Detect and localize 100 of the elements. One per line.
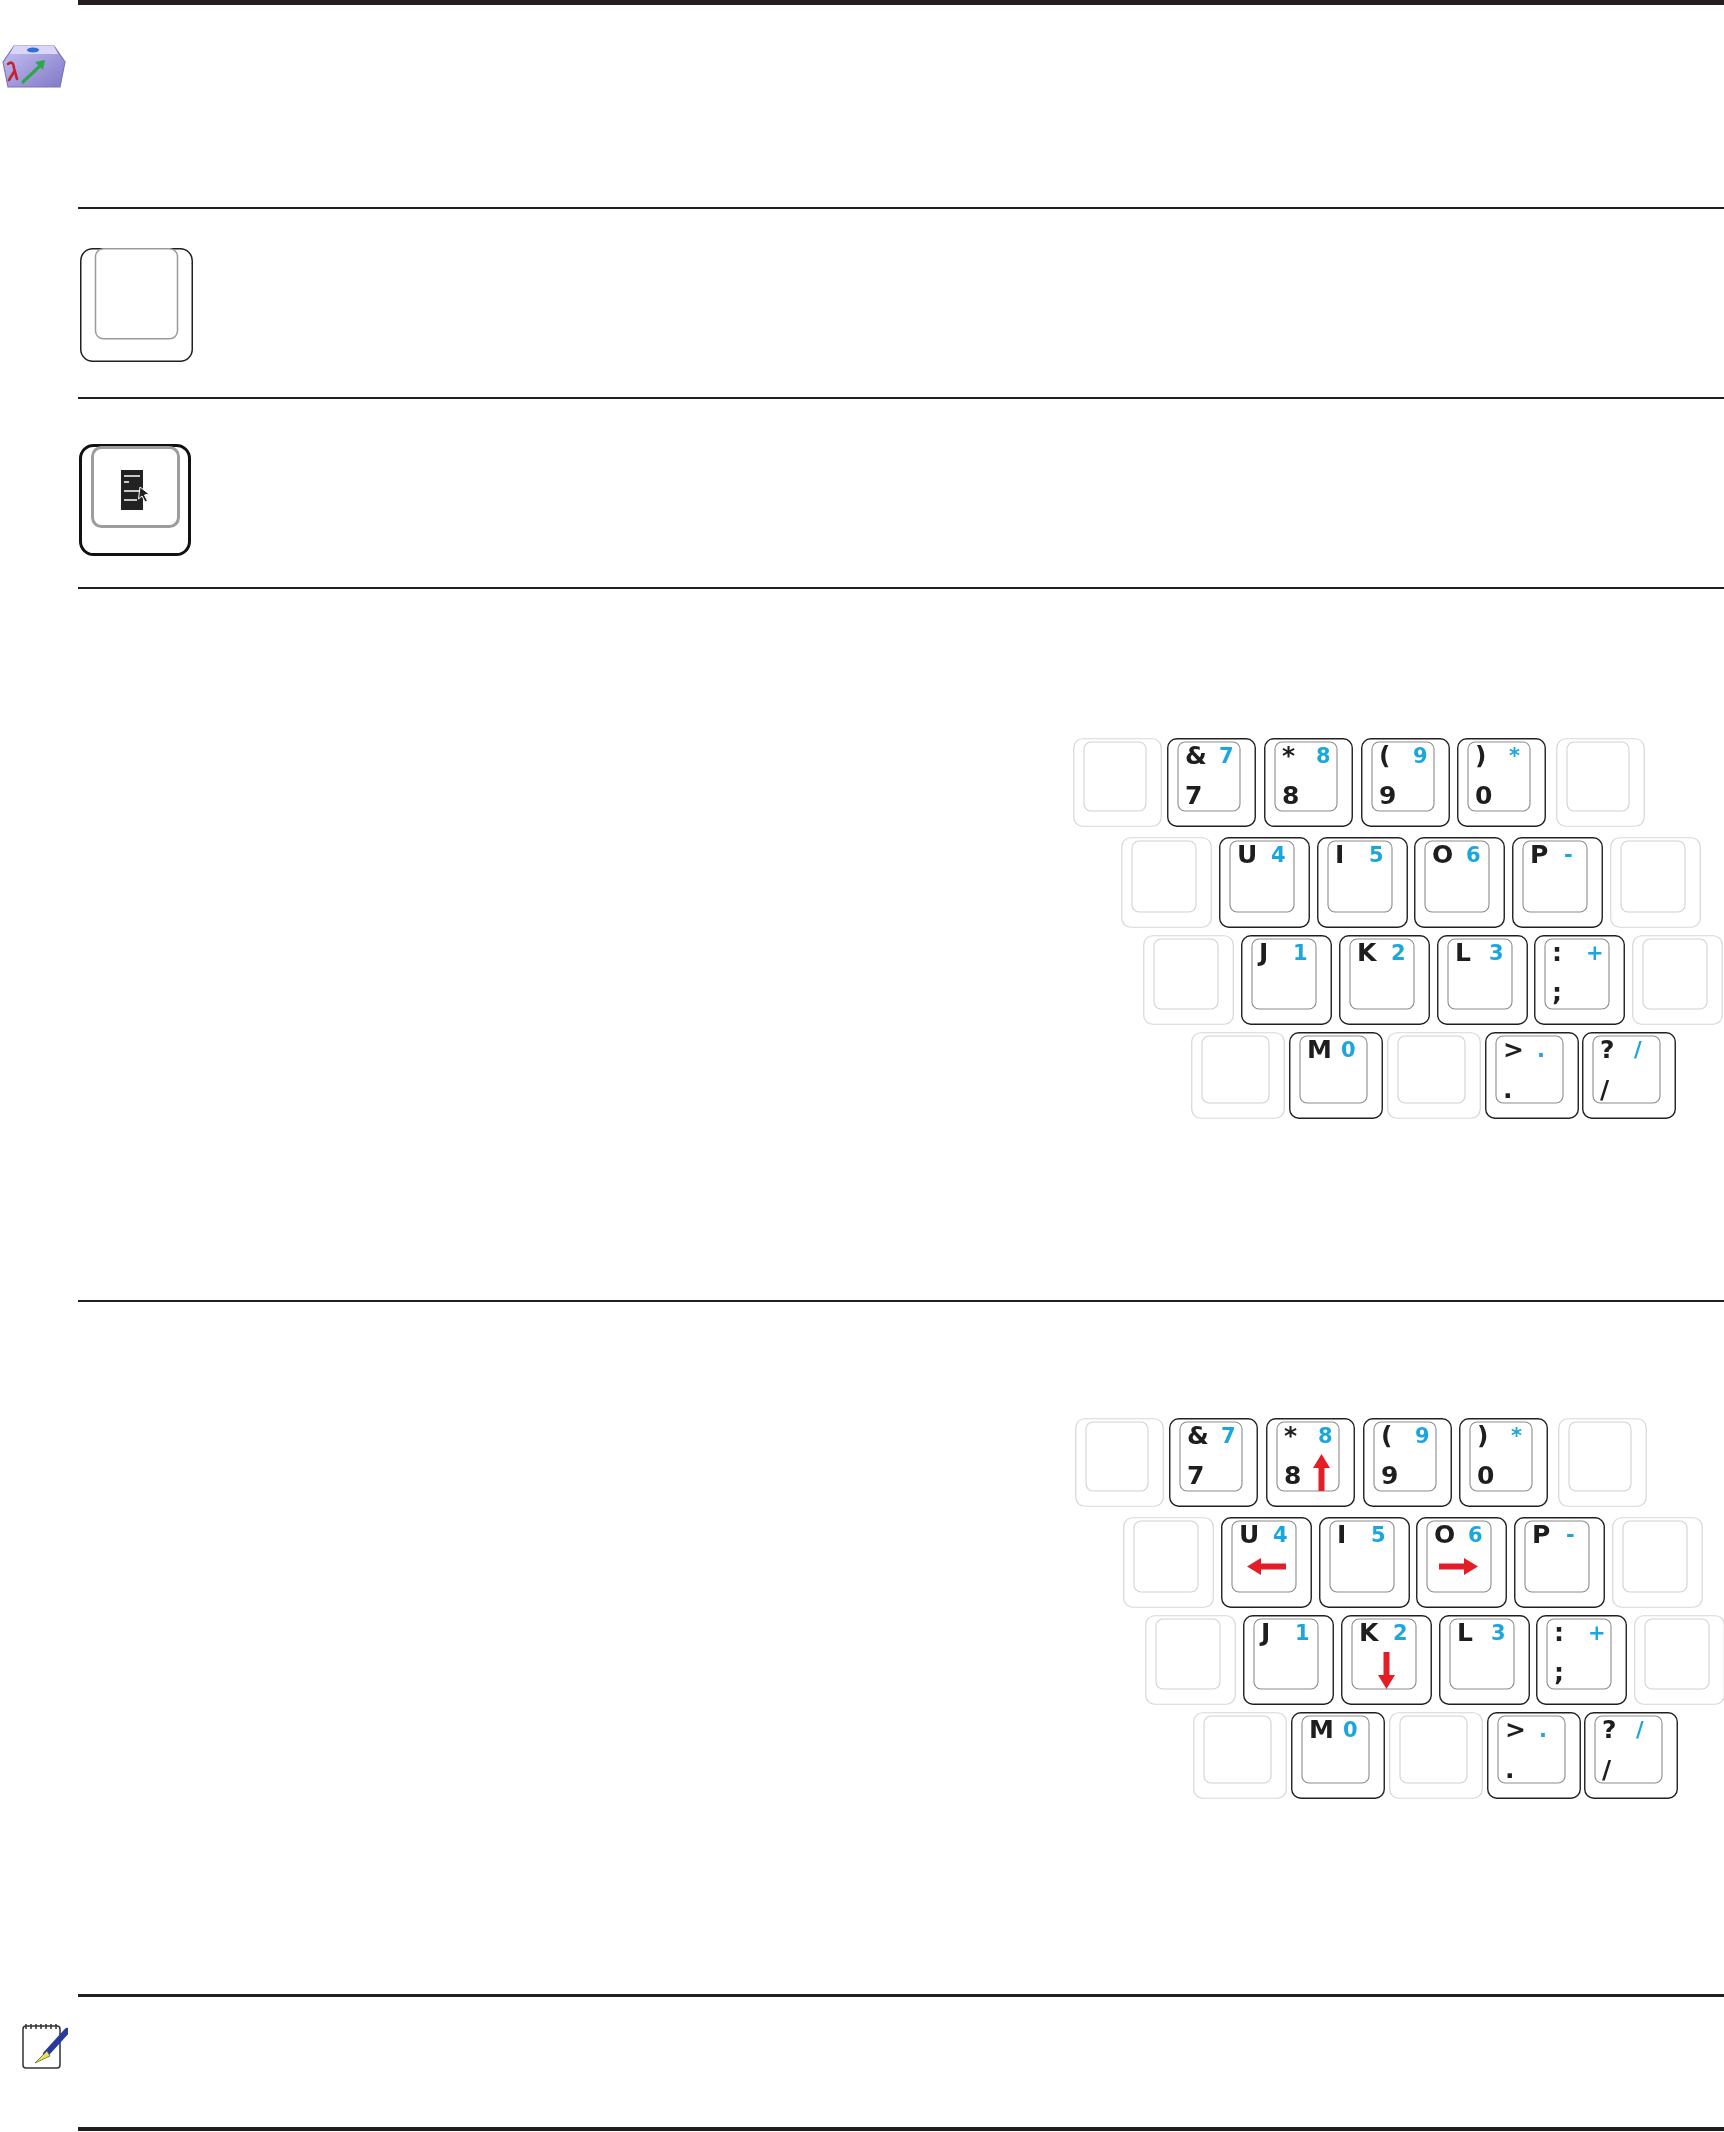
- key-legend: P: [1532, 1522, 1551, 1547]
- keycap: [1221, 1517, 1312, 1608]
- keycap: [1558, 1418, 1647, 1507]
- keycap: [1582, 1032, 1676, 1119]
- key-legend: I: [1335, 842, 1345, 867]
- key-legend: ;: [1554, 1660, 1564, 1685]
- key-legend: M: [1307, 1037, 1332, 1062]
- key-legend: J: [1261, 1620, 1271, 1645]
- key-legend: 7: [1187, 1463, 1205, 1488]
- key-legend: 8: [1284, 1463, 1302, 1488]
- numpad-legend: *: [1511, 1426, 1522, 1447]
- key-legend: /: [1602, 1757, 1612, 1782]
- numpad-legend: 2: [1391, 943, 1406, 964]
- keycap: [1289, 1032, 1383, 1119]
- numpad-legend: 9: [1413, 746, 1428, 767]
- key-legend: 0: [1477, 1463, 1495, 1488]
- numpad-legend: +: [1586, 943, 1604, 964]
- key-legend: *: [1284, 1423, 1298, 1448]
- keycap: [1123, 1517, 1214, 1608]
- key-legend: &: [1185, 743, 1207, 768]
- key-legend: (: [1381, 1423, 1393, 1448]
- key-legend: K: [1359, 1620, 1379, 1645]
- numpad-legend: .: [1537, 1040, 1545, 1061]
- key-legend: >: [1505, 1717, 1526, 1742]
- key-legend: (: [1379, 743, 1391, 768]
- key-legend: :: [1554, 1620, 1564, 1645]
- keycap: [1243, 1615, 1334, 1705]
- key-legend: >: [1503, 1037, 1524, 1062]
- key-legend: 8: [1282, 783, 1300, 808]
- keycap: [1634, 1615, 1724, 1705]
- key-legend: .: [1505, 1757, 1515, 1782]
- keycap: [1514, 1517, 1605, 1608]
- keycap: [1319, 1517, 1410, 1608]
- keycap: [1361, 738, 1450, 827]
- key-legend: 0: [1475, 783, 1493, 808]
- keycap: [1487, 1712, 1581, 1799]
- numpad-legend: 6: [1468, 1525, 1483, 1546]
- numpad-legend: 8: [1316, 746, 1331, 767]
- keycap: [1457, 738, 1546, 827]
- keycap: [1416, 1517, 1507, 1608]
- keycap: [1414, 837, 1505, 928]
- numpad-legend: 7: [1221, 1426, 1236, 1447]
- numpad-legend: /: [1636, 1720, 1644, 1741]
- numpad-legend: 0: [1343, 1720, 1358, 1741]
- keycap: [1219, 837, 1310, 928]
- keycap: [1387, 1032, 1481, 1119]
- keycap: [1073, 738, 1162, 827]
- keycap: [1339, 935, 1430, 1025]
- keycap: [1264, 738, 1353, 827]
- key-legend: ;: [1552, 980, 1562, 1005]
- keycap: [1536, 1615, 1627, 1705]
- numpad-legend: /: [1634, 1040, 1642, 1061]
- numpad-legend: 5: [1369, 845, 1384, 866]
- key-legend: K: [1357, 940, 1377, 965]
- numpad-legend: 1: [1295, 1623, 1310, 1644]
- numpad-legend: 4: [1273, 1525, 1288, 1546]
- key-legend: I: [1337, 1522, 1347, 1547]
- key-legend: /: [1600, 1077, 1610, 1102]
- keycap: [1556, 738, 1645, 827]
- numpad-legend: 2: [1393, 1623, 1408, 1644]
- keycap: [1459, 1418, 1548, 1507]
- keycap: [1143, 935, 1234, 1025]
- numpad-legend: -: [1564, 845, 1573, 866]
- key-legend: ): [1477, 1423, 1489, 1448]
- numpad-legend: 3: [1489, 943, 1504, 964]
- numpad-legend: 6: [1466, 845, 1481, 866]
- keycap: [1363, 1418, 1452, 1507]
- key-legend: ): [1475, 743, 1487, 768]
- keycap: [1193, 1712, 1287, 1799]
- keycap: [1291, 1712, 1385, 1799]
- keycap: [1612, 1517, 1703, 1608]
- keycap: [1191, 1032, 1285, 1119]
- key-legend: M: [1309, 1717, 1334, 1742]
- keycap: [1389, 1712, 1483, 1799]
- key-legend: ?: [1602, 1717, 1617, 1742]
- keycap: [1584, 1712, 1678, 1799]
- key-legend: 9: [1381, 1463, 1399, 1488]
- numpad-legend: +: [1588, 1623, 1606, 1644]
- keycap: [1439, 1615, 1530, 1705]
- key-legend: 9: [1379, 783, 1397, 808]
- key-legend: U: [1239, 1522, 1260, 1547]
- key-legend: :: [1552, 940, 1562, 965]
- keycap: [1437, 935, 1528, 1025]
- numpad-legend: 7: [1219, 746, 1234, 767]
- keycap: [1075, 1418, 1164, 1507]
- key-legend: L: [1457, 1620, 1473, 1645]
- key-legend: O: [1434, 1522, 1456, 1547]
- keycap: [1610, 837, 1701, 928]
- numpad-legend: 1: [1293, 943, 1308, 964]
- numpad-legend: 5: [1371, 1525, 1386, 1546]
- key-legend: &: [1187, 1423, 1209, 1448]
- numpad-legend: .: [1539, 1720, 1547, 1741]
- keycap: [1485, 1032, 1579, 1119]
- key-legend: L: [1455, 940, 1471, 965]
- keycap: [1512, 837, 1603, 928]
- key-legend: ?: [1600, 1037, 1615, 1062]
- key-legend: *: [1282, 743, 1296, 768]
- key-legend: P: [1530, 842, 1549, 867]
- key-legend: .: [1503, 1077, 1513, 1102]
- keycap: [1534, 935, 1625, 1025]
